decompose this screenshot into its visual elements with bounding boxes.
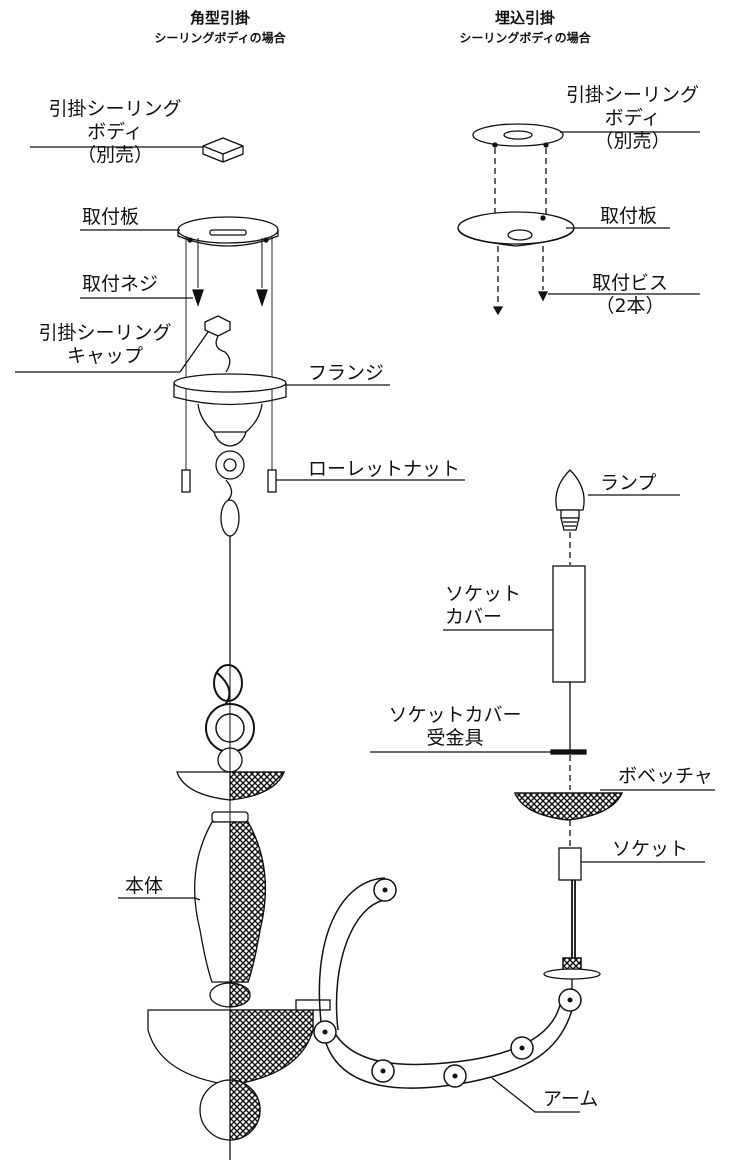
label-bobeche: ボベッチャ <box>618 765 713 787</box>
left-knurled-nut <box>181 469 191 493</box>
flange-part <box>173 373 287 447</box>
label-socket-cover: ソケット カバー <box>445 583 522 628</box>
label-socket: ソケット <box>612 838 689 860</box>
header-right: 埋込引掛 シーリングボディの場合 <box>425 8 625 47</box>
left-ceiling-body-part <box>202 137 244 163</box>
leader-arm <box>491 1077 580 1113</box>
header-left: 角型引掛 シーリングボディの場合 <box>120 8 320 47</box>
label-knurled-nut: ローレットナット <box>308 458 461 480</box>
header-right-subtitle: シーリングボディの場合 <box>459 30 591 45</box>
label-left-mount-plate: 取付板 <box>82 206 140 228</box>
bobeche-part <box>514 792 624 821</box>
left-mount-plate-part <box>177 216 279 247</box>
right-ceiling-body-part <box>472 123 564 148</box>
label-socket-cover-bracket: ソケットカバー 受金具 <box>388 704 522 749</box>
lamp-part <box>555 469 585 531</box>
label-mount-screw: 取付ネジ <box>82 273 159 295</box>
label-arm: アーム <box>543 1088 599 1110</box>
arm-part <box>318 877 573 1089</box>
label-body: 本体 <box>125 875 164 897</box>
socket-cover-part <box>552 565 586 683</box>
socket-cover-bracket-part <box>550 749 587 755</box>
label-lamp: ランプ <box>600 472 657 494</box>
header-right-title: 埋込引掛 <box>494 9 555 27</box>
label-right-mount-plate: 取付板 <box>600 205 658 227</box>
right-knurled-nut <box>267 469 277 493</box>
left-screw-icon <box>192 289 204 308</box>
label-ceiling-cap: 引掛シーリング キャップ <box>38 322 172 367</box>
header-left-subtitle: シーリングボディの場合 <box>154 30 286 45</box>
right-screw-icon <box>256 289 268 308</box>
label-left-ceiling-body: 引掛シーリング ボディ （別売） <box>48 98 182 166</box>
ceiling-cap-part <box>204 315 231 373</box>
header-left-title: 角型引掛 <box>189 9 250 27</box>
socket-part <box>558 847 582 881</box>
right-bis-icon-2 <box>537 291 549 302</box>
label-flange: フランジ <box>308 362 385 384</box>
label-right-ceiling-body: 引掛シーリング ボディ （別売） <box>565 84 699 152</box>
label-mount-bis: 取付ビス （2本） <box>591 272 668 317</box>
right-bis-icon-1 <box>492 306 504 316</box>
right-mount-plate-part <box>457 211 575 247</box>
